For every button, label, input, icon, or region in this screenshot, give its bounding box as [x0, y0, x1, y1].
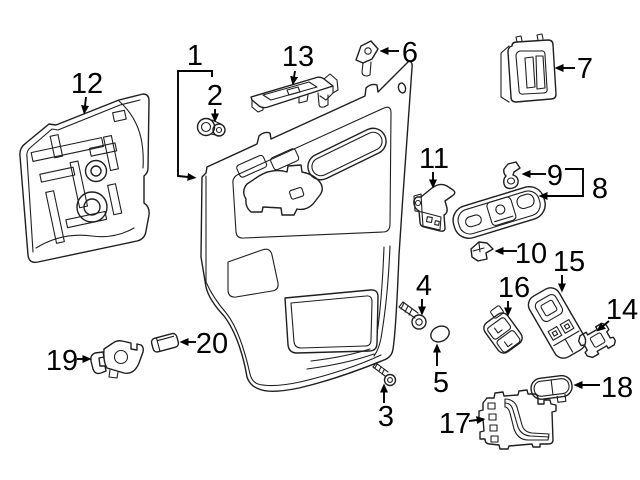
- part-2-fastener-drawing[interactable]: [196, 117, 226, 137]
- callout-15[interactable]: 15: [553, 246, 585, 293]
- part-9-clip-drawing[interactable]: [503, 161, 521, 190]
- callout-10-label[interactable]: 10: [515, 238, 547, 270]
- callout-18-label[interactable]: 18: [601, 372, 633, 404]
- part-8-switch-bezel-drawing[interactable]: [449, 183, 549, 242]
- callout-11[interactable]: 11: [419, 143, 449, 189]
- callout-13[interactable]: 13: [282, 41, 314, 86]
- part-5-grommet-drawing[interactable]: [428, 323, 452, 345]
- callout-7-label[interactable]: 7: [577, 53, 593, 85]
- callout-11-label[interactable]: 11: [419, 143, 449, 175]
- callout-5-label[interactable]: 5: [433, 367, 449, 399]
- callout-15-label[interactable]: 15: [553, 246, 585, 278]
- part-13-trim-strip-drawing[interactable]: [250, 73, 339, 113]
- callout-13-arrow: [290, 70, 299, 86]
- callout-1-label[interactable]: 1: [187, 40, 203, 72]
- part-15-window-switch-drawing[interactable]: [525, 284, 589, 362]
- callout-8[interactable]: 8: [538, 168, 608, 205]
- callout-12[interactable]: 12: [71, 68, 103, 115]
- callout-14[interactable]: 14: [596, 294, 638, 332]
- callout-2-label[interactable]: 2: [207, 80, 223, 112]
- part-14-switch-drawing[interactable]: [577, 322, 617, 360]
- callout-17-arrow: [468, 416, 486, 425]
- callout-13-label[interactable]: 13: [282, 41, 314, 73]
- callout-20[interactable]: 20: [179, 328, 228, 360]
- callout-3-label[interactable]: 3: [378, 401, 394, 433]
- callout-8-arrow: [538, 168, 584, 200]
- callout-2[interactable]: 2: [207, 80, 223, 123]
- part-7-handle-bezel-drawing[interactable]: [500, 33, 557, 103]
- callout-20-label[interactable]: 20: [196, 328, 228, 360]
- callout-12-label[interactable]: 12: [71, 68, 103, 100]
- part-20-sleeve-drawing[interactable]: [150, 332, 180, 353]
- callout-1[interactable]: 1: [177, 40, 213, 181]
- callout-4-label[interactable]: 4: [416, 270, 432, 302]
- part-10-clip-drawing[interactable]: [470, 241, 494, 262]
- callout-17[interactable]: 17: [439, 408, 486, 440]
- callout-19-label[interactable]: 19: [46, 345, 78, 377]
- callout-7[interactable]: 7: [554, 53, 593, 85]
- part-11-bracket-drawing[interactable]: [413, 183, 456, 232]
- callout-9[interactable]: 9: [521, 160, 563, 192]
- callout-14-arrow: [596, 320, 610, 332]
- callout-6[interactable]: 6: [379, 37, 418, 69]
- callout-9-label[interactable]: 9: [547, 160, 563, 192]
- part-17-seat-switch-drawing[interactable]: [478, 389, 557, 450]
- callout-6-label[interactable]: 6: [402, 37, 418, 69]
- callout-14-label[interactable]: 14: [606, 294, 638, 326]
- part-12-carrier-panel-drawing[interactable]: [19, 93, 150, 264]
- callout-18[interactable]: 18: [573, 372, 633, 404]
- callout-12-arrow: [81, 96, 90, 115]
- callout-1-arrow: [177, 70, 213, 181]
- callout-19[interactable]: 19: [46, 345, 92, 377]
- callout-3[interactable]: 3: [378, 383, 394, 433]
- callout-16-label[interactable]: 16: [498, 272, 530, 304]
- callout-10[interactable]: 10: [494, 238, 547, 270]
- part-1-door-trim-panel-drawing[interactable]: [200, 60, 413, 392]
- callout-17-label[interactable]: 17: [439, 408, 471, 440]
- part-18-handle-insert-drawing[interactable]: [530, 374, 574, 406]
- callout-8-label[interactable]: 8: [592, 173, 608, 205]
- part-3-screw-drawing[interactable]: [372, 362, 397, 387]
- callouts: 1 2 3 4 5 6 7 8: [46, 37, 638, 440]
- part-16-switch-drawing[interactable]: [477, 305, 525, 356]
- part-19-bracket-drawing[interactable]: [90, 340, 144, 379]
- callout-5[interactable]: 5: [433, 343, 449, 399]
- part-6-clip-drawing[interactable]: [355, 40, 379, 77]
- callout-16[interactable]: 16: [498, 272, 530, 317]
- callout-4[interactable]: 4: [416, 270, 432, 316]
